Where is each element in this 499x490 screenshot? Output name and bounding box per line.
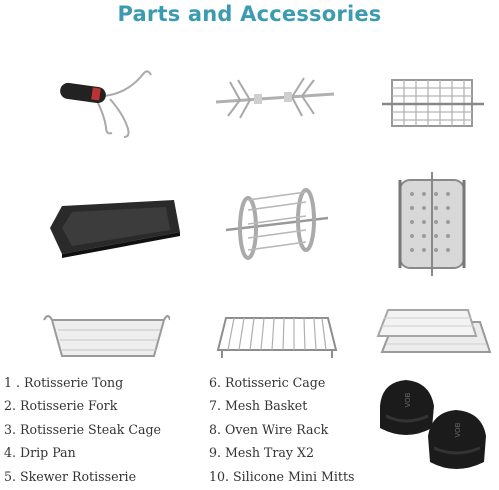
parts-list-left: 1 . Rotisserie Tong 2. Rotisserie Fork 3… [4,371,161,488]
wire-rack-image [216,317,338,358]
rotisserie-cage-image [398,172,466,276]
list-item: 4. Drip Pan [4,445,76,461]
mitt-logo-text: VOB [404,392,412,407]
drip-pan-image [50,200,180,258]
page-title: Parts and Accessories [117,2,382,26]
list-item: 5. Skewer Rotisserie [4,468,137,484]
list-item: 3. Rotisserie Steak Cage [4,421,161,437]
mesh-basket-image [43,315,170,357]
list-item: 10. Silicone Mini Mitts [209,468,355,484]
list-item: 2. Rotisserie Fork [4,398,118,414]
list-item: 7. Mesh Basket [209,398,308,414]
parts-list-right: 6. Rotisseric Cage 7. Mesh Basket 8. Ove… [209,371,355,488]
list-item: 8. Oven Wire Rack [209,421,329,437]
rotisserie-fork-image [215,77,335,119]
mesh-trays-image [376,309,492,353]
steak-cage-image [382,79,484,127]
list-item: 9. Mesh Tray X2 [209,445,314,461]
skewer-rotisserie-image [225,188,329,260]
silicone-mitts-image: VOB VOB [380,380,486,469]
list-item: 1 . Rotisserie Tong [4,375,124,390]
mitt-logo-text: VOB [454,422,462,437]
list-item: 6. Rotisseric Cage [209,375,326,390]
rotisserie-tong-image [60,70,152,138]
